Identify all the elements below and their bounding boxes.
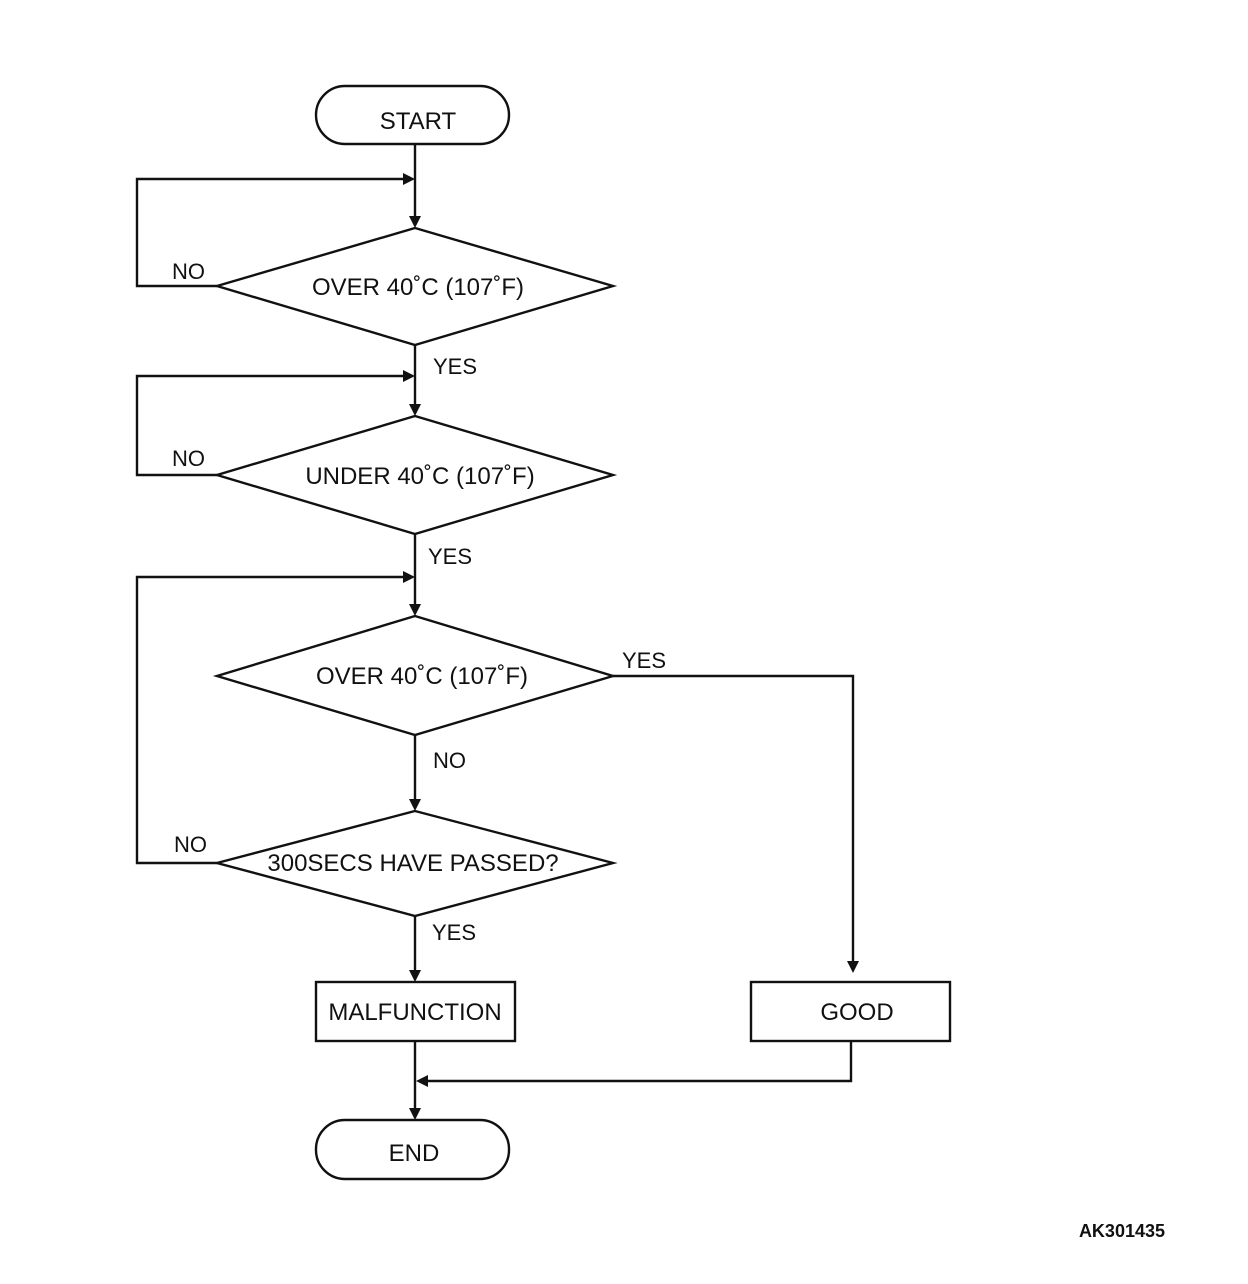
- d1-no-label: NO: [172, 259, 205, 284]
- start-node: START: [314, 84, 511, 146]
- start-label: START: [380, 108, 457, 135]
- decision-4-label: 300SECS HAVE PASSED?: [267, 850, 558, 877]
- good-node: GOOD: [749, 980, 952, 1043]
- arrow-d4-malfunction: [409, 970, 421, 982]
- connector-good-merge: [427, 1041, 853, 1083]
- arrow-d1-d2: [409, 404, 421, 416]
- decision-4: 300SECS HAVE PASSED?: [212, 809, 618, 918]
- decision-1: OVER 40˚C (107˚F): [212, 226, 618, 347]
- good-label: GOOD: [820, 999, 893, 1026]
- decision-2: UNDER 40˚C (107˚F): [212, 414, 618, 536]
- decision-3-label: OVER 40˚C (107˚F): [316, 663, 528, 690]
- d3-yes-label: YES: [622, 648, 666, 673]
- d1-yes-label: YES: [433, 354, 477, 379]
- d4-yes-label: YES: [432, 920, 476, 945]
- arrow-loop-d4: [403, 571, 415, 583]
- arrow-loop-d1: [403, 173, 415, 185]
- loop-d1-no: [135, 177, 405, 288]
- d2-yes-label: YES: [428, 544, 472, 569]
- end-node: END: [314, 1118, 511, 1181]
- decision-2-label: UNDER 40˚C (107˚F): [305, 463, 534, 490]
- d4-no-label: NO: [174, 832, 207, 857]
- arrow-start-d1: [409, 216, 421, 228]
- arrow-d3-good: [847, 961, 859, 973]
- arrow-d3-d4: [409, 799, 421, 811]
- decision-3: OVER 40˚C (107˚F): [212, 614, 618, 737]
- malfunction-node: MALFUNCTION: [314, 980, 517, 1043]
- arrow-malfunction-end: [409, 1108, 421, 1120]
- arrow-good-merge: [416, 1075, 428, 1087]
- arrow-d2-d3: [409, 604, 421, 616]
- arrow-loop-d2: [403, 370, 415, 382]
- d3-no-label: NO: [433, 748, 466, 773]
- loop-d2-no: [135, 374, 405, 477]
- d2-no-label: NO: [172, 446, 205, 471]
- connector-d3-good: [613, 674, 855, 962]
- decision-1-label: OVER 40˚C (107˚F): [312, 274, 524, 301]
- figure-id: AK301435: [1079, 1221, 1165, 1241]
- end-label: END: [389, 1140, 440, 1167]
- malfunction-label: MALFUNCTION: [328, 999, 501, 1026]
- loop-d4-no: [135, 575, 405, 865]
